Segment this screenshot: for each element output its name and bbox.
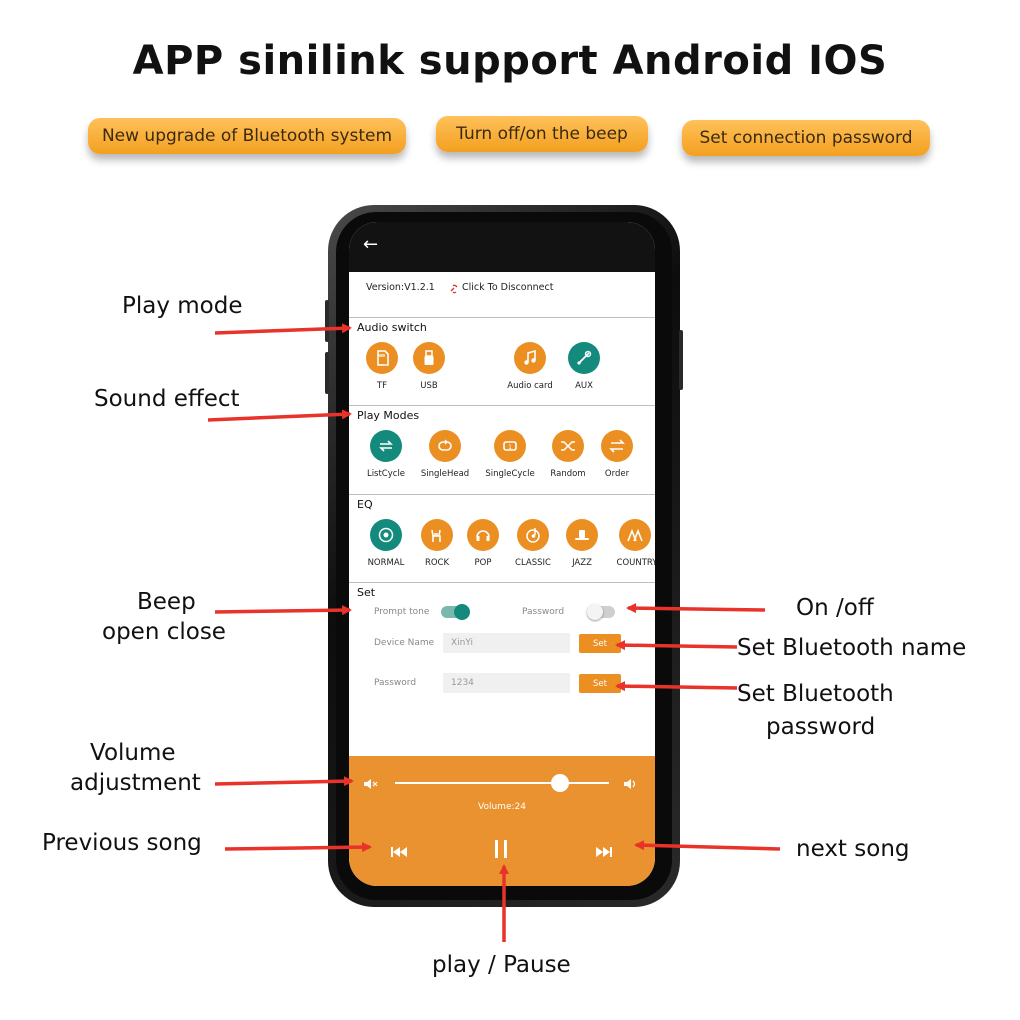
- callout-on-off: On /off: [796, 595, 874, 621]
- device-name-input[interactable]: XinYi: [443, 633, 570, 653]
- eq-rock-icon[interactable]: [421, 519, 453, 551]
- volume-readout: Volume:24: [478, 802, 526, 812]
- set-password-button[interactable]: Set: [579, 674, 621, 693]
- toggle-knob: [454, 604, 470, 620]
- random-shuffle-icon[interactable]: [552, 430, 584, 462]
- callout-set-bluetooth-password: Set Bluetooth: [737, 681, 894, 707]
- callout-sound-effect: Sound effect: [94, 386, 240, 412]
- toggle-knob: [587, 604, 603, 620]
- version-label: Version:V1.2.1: [366, 282, 435, 293]
- eq-classic-label: CLASSIC: [515, 558, 551, 568]
- play-mode-random-label: Random: [550, 469, 586, 479]
- divider: [349, 317, 655, 318]
- phone-side-button: [325, 352, 329, 394]
- eq-pop-headphones-icon[interactable]: [467, 519, 499, 551]
- play-mode-order-label: Order: [604, 469, 630, 479]
- audio-switch-heading: Audio switch: [357, 321, 427, 334]
- divider: [349, 582, 655, 583]
- audio-card-label: Audio card: [507, 381, 553, 391]
- volume-slider[interactable]: [395, 782, 609, 784]
- tf-card-icon[interactable]: [366, 342, 398, 374]
- phone-side-button: [679, 330, 683, 390]
- callout-beep: Beep: [137, 589, 196, 615]
- back-arrow-icon[interactable]: ←: [363, 234, 379, 255]
- next-track-icon[interactable]: [595, 843, 613, 862]
- eq-country-icon[interactable]: [619, 519, 651, 551]
- password-toggle[interactable]: [587, 603, 617, 621]
- password-toggle-label: Password: [522, 607, 565, 617]
- aux-cable-icon[interactable]: [568, 342, 600, 374]
- eq-normal-label: NORMAL: [367, 558, 405, 568]
- eq-jazz-hat-icon[interactable]: [566, 519, 598, 551]
- play-modes-heading: Play Modes: [357, 409, 420, 422]
- disconnect-link-icon[interactable]: [449, 280, 461, 294]
- page-title: APP sinilink support Android IOS: [132, 38, 888, 84]
- eq-jazz-label: JAZZ: [572, 558, 592, 568]
- list-cycle-icon[interactable]: [370, 430, 402, 462]
- order-icon[interactable]: [601, 430, 633, 462]
- callout-open-close: open close: [102, 619, 226, 645]
- pause-icon[interactable]: [492, 839, 510, 863]
- eq-heading: EQ: [357, 498, 373, 511]
- single-cycle-icon[interactable]: 1: [494, 430, 526, 462]
- feature-badge-bluetooth-upgrade: New upgrade of Bluetooth system: [88, 118, 406, 154]
- volume-mute-icon[interactable]: [363, 776, 379, 795]
- divider: [349, 494, 655, 495]
- app-top-bar: ←: [349, 222, 655, 272]
- volume-up-icon[interactable]: [623, 776, 639, 795]
- previous-track-icon[interactable]: [390, 843, 408, 862]
- single-head-icon[interactable]: [429, 430, 461, 462]
- audio-aux-label: AUX: [575, 381, 593, 391]
- eq-classic-icon[interactable]: [517, 519, 549, 551]
- music-note-icon[interactable]: [514, 342, 546, 374]
- callout-volume: Volume: [90, 740, 176, 766]
- feature-badge-beep: Turn off/on the beep: [436, 116, 648, 152]
- feature-badge-password: Set connection password: [682, 120, 930, 156]
- callout-set-bluetooth-name: Set Bluetooth name: [737, 635, 967, 661]
- disconnect-link[interactable]: Click To Disconnect: [462, 282, 554, 293]
- audio-usb-label: USB: [420, 381, 438, 391]
- device-name-label: Device Name: [374, 638, 435, 648]
- phone-side-button: [325, 300, 329, 342]
- volume-slider-handle[interactable]: [550, 774, 569, 792]
- play-mode-singlehead-label: SingleHead: [420, 469, 470, 479]
- set-device-name-button[interactable]: Set: [579, 634, 621, 653]
- audio-tf-label: TF: [376, 381, 388, 391]
- password-input[interactable]: 1234: [443, 673, 570, 693]
- callout-next-song: next song: [796, 836, 910, 862]
- play-mode-singlecycle-label: SingleCycle: [485, 469, 535, 479]
- prompt-tone-label: Prompt tone: [374, 607, 430, 617]
- usb-icon[interactable]: [413, 342, 445, 374]
- password-field-label: Password: [374, 678, 417, 688]
- eq-normal-icon[interactable]: [370, 519, 402, 551]
- player-panel: Volume:24: [349, 756, 655, 886]
- callout-previous-song: Previous song: [42, 830, 202, 856]
- play-mode-listcycle-label: ListCycle: [366, 469, 406, 479]
- set-heading: Set: [357, 586, 376, 599]
- callout-password: password: [766, 714, 876, 740]
- prompt-tone-toggle[interactable]: [441, 603, 471, 621]
- eq-rock-label: ROCK: [424, 558, 450, 568]
- callout-adjustment: adjustment: [70, 770, 201, 796]
- callout-play-mode: Play mode: [122, 293, 243, 319]
- eq-pop-label: POP: [474, 558, 492, 568]
- divider: [349, 405, 655, 406]
- eq-country-label: COUNTRY: [616, 558, 655, 568]
- callout-play-pause: play / Pause: [432, 952, 571, 978]
- svg-text:1: 1: [508, 444, 512, 451]
- app-screen: ← Version:V1.2.1 Click To Disconnect Aud…: [349, 222, 655, 886]
